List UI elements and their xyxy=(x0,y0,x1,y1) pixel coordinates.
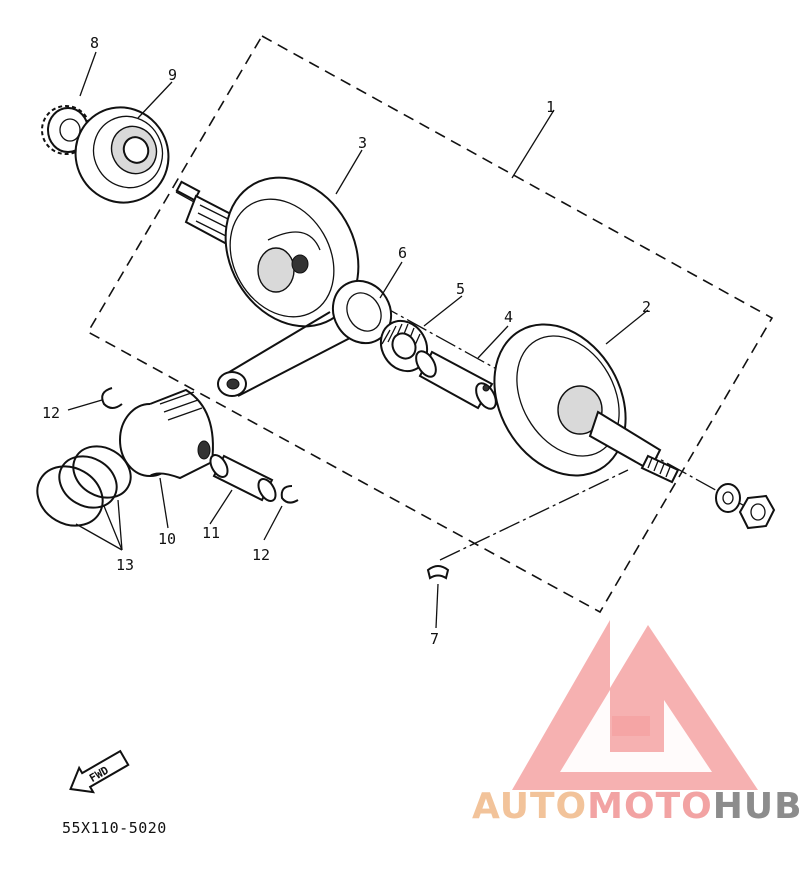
woodruff-key xyxy=(426,565,450,580)
callout-2: 2 xyxy=(642,298,651,316)
watermark-auto: AUTO xyxy=(472,786,588,827)
piston-pin-clip-left xyxy=(101,387,123,409)
crank-left-half xyxy=(175,176,360,328)
callout-3: 3 xyxy=(358,134,367,152)
piston xyxy=(119,388,214,480)
crankshaft-assembly-boundary xyxy=(86,34,774,614)
connecting-rod xyxy=(217,279,393,397)
watermark-moto: MOTO xyxy=(587,786,713,827)
callout-4: 4 xyxy=(504,308,513,326)
callout-1: 1 xyxy=(546,98,555,116)
callout-11: 11 xyxy=(202,524,220,542)
crank-pin xyxy=(415,350,497,410)
piston-pin-clip-right xyxy=(280,485,299,504)
forward-direction-arrow: FWD xyxy=(69,749,130,794)
callout-10: 10 xyxy=(158,530,176,548)
piston-rings xyxy=(36,445,132,527)
watermark-hub: HUB xyxy=(712,786,800,827)
crank-washer xyxy=(715,483,741,513)
watermark-logo-mark xyxy=(512,620,758,790)
crank-right-half xyxy=(493,323,680,484)
callout-12-right: 12 xyxy=(252,546,270,564)
callout-12-left: 12 xyxy=(42,404,60,422)
watermark-logo-text: AUTOMOTOHUB xyxy=(472,786,800,827)
crank-nut xyxy=(738,494,776,530)
piston-pin xyxy=(209,454,277,502)
callout-13: 13 xyxy=(116,556,134,574)
callout-8: 8 xyxy=(90,34,99,52)
crank-bearing xyxy=(74,106,170,204)
callout-5: 5 xyxy=(456,280,465,298)
leader-lines xyxy=(67,51,649,629)
key-leader-chain xyxy=(439,469,629,561)
callout-9: 9 xyxy=(168,66,177,84)
callout-6: 6 xyxy=(398,244,407,262)
diagram-code: 55X110-5020 xyxy=(62,819,167,837)
callout-7: 7 xyxy=(430,630,439,648)
